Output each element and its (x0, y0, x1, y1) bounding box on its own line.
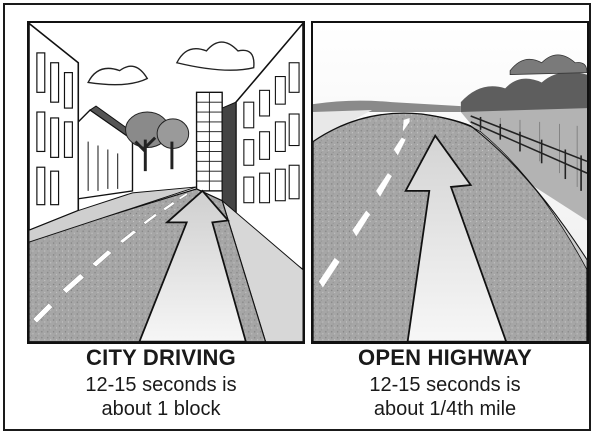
open-highway-illustration (311, 21, 589, 344)
city-driving-distance: about 1 block (22, 398, 300, 420)
open-highway-distance: about 1/4th mile (306, 398, 584, 420)
city-driving-illustration (27, 21, 305, 344)
city-street-scene (29, 23, 303, 342)
city-driving-title: CITY DRIVING (22, 345, 300, 371)
open-highway-title: OPEN HIGHWAY (306, 345, 584, 371)
open-highway-time: 12-15 seconds is (306, 374, 584, 396)
building-tower (197, 92, 223, 191)
highway-scene (313, 23, 587, 342)
city-driving-time: 12-15 seconds is (22, 374, 300, 396)
building-left (29, 23, 78, 240)
